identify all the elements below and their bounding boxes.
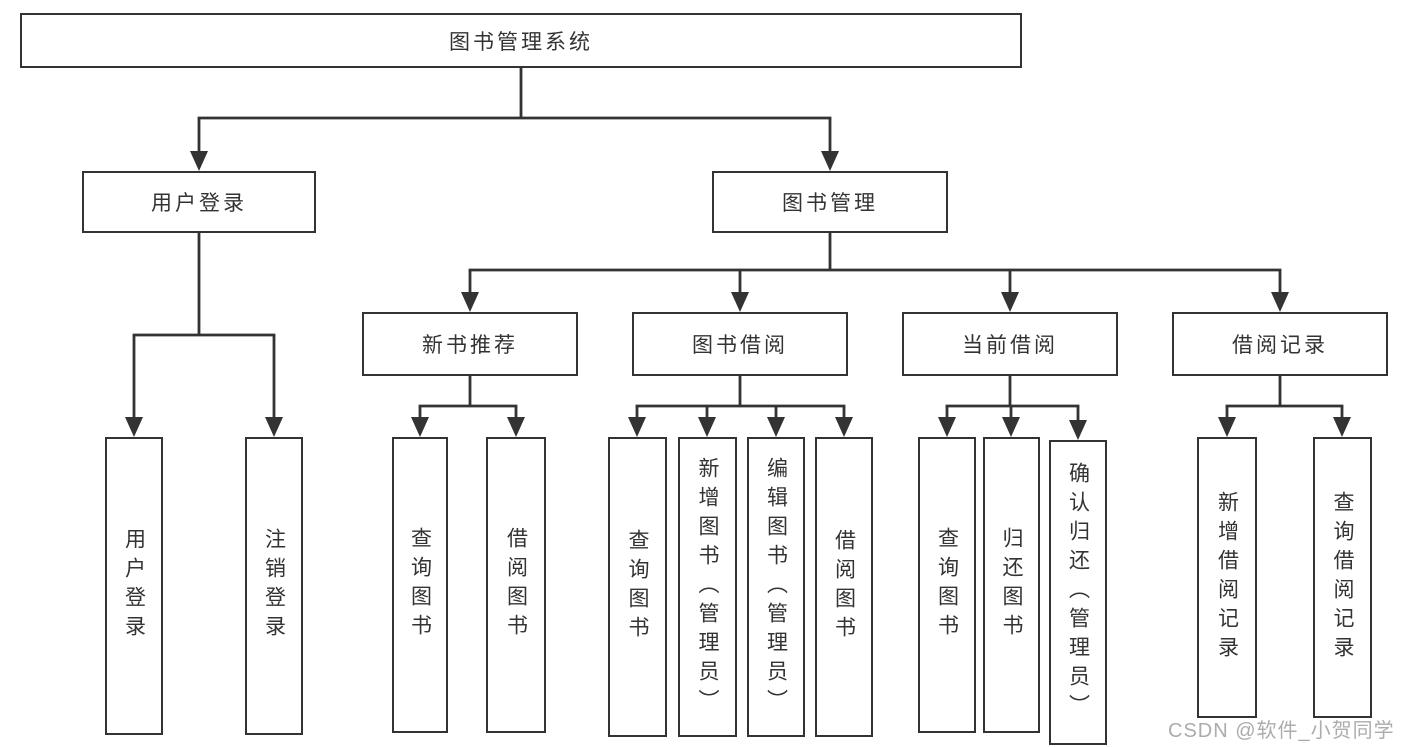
leaf-confirm-return-admin-label: 确认归还（管理员） [1066,462,1090,723]
leaf-query-books-borrowing: 查询图书 [608,437,667,737]
node-new-book-recommend: 新书推荐 [362,312,578,376]
leaf-borrow-books-recommend: 借阅图书 [486,437,546,733]
leaf-user-login-action-label: 用户登录 [122,528,146,644]
node-user-login-label: 用户登录 [151,192,247,215]
leaf-borrow-books-borrowing-label: 借阅图书 [832,529,856,645]
leaf-borrow-books-recommend-label: 借阅图书 [504,527,528,643]
leaf-add-books-admin-label: 新增图书（管理员） [696,456,719,718]
node-book-management: 图书管理 [712,171,948,233]
leaf-query-books-recommend-label: 查询图书 [408,527,432,643]
node-user-login: 用户登录 [82,171,316,233]
leaf-edit-books-admin-label: 编辑图书（管理员） [764,456,788,718]
leaf-query-books-borrowing-label: 查询图书 [626,529,649,645]
leaf-user-login-action: 用户登录 [105,437,163,735]
leaf-query-borrow-record-label: 查询借阅记录 [1331,490,1354,665]
node-current-borrowing-label: 当前借阅 [962,334,1058,357]
node-root-label: 图书管理系统 [449,30,593,54]
leaf-confirm-return-admin: 确认归还（管理员） [1049,440,1107,745]
node-new-book-recommend-label: 新书推荐 [422,334,518,357]
node-borrowing-records-label: 借阅记录 [1232,334,1328,357]
leaf-add-books-admin: 新增图书（管理员） [678,437,737,737]
node-book-management-label: 图书管理 [782,192,878,215]
node-root-system: 图书管理系统 [20,13,1022,68]
leaf-query-books-current: 查询图书 [918,437,976,733]
leaf-logout-action-label: 注销登录 [262,528,286,644]
node-current-borrowing: 当前借阅 [902,312,1118,376]
leaf-add-borrow-record-label: 新增借阅记录 [1215,490,1239,665]
leaf-query-books-current-label: 查询图书 [935,527,959,643]
node-book-borrowing-label: 图书借阅 [692,334,788,357]
leaf-add-borrow-record: 新增借阅记录 [1197,437,1257,718]
leaf-query-books-recommend: 查询图书 [392,437,448,733]
watermark: CSDN @软件_小贺同学 [1168,720,1395,742]
node-book-borrowing: 图书借阅 [632,312,848,376]
leaf-query-borrow-record: 查询借阅记录 [1313,437,1372,718]
leaf-return-books: 归还图书 [983,437,1040,733]
leaf-logout-action: 注销登录 [245,437,303,735]
leaf-edit-books-admin: 编辑图书（管理员） [747,437,805,737]
leaf-borrow-books-borrowing: 借阅图书 [815,437,873,737]
leaf-return-books-label: 归还图书 [1000,527,1023,643]
node-borrowing-records: 借阅记录 [1172,312,1388,376]
